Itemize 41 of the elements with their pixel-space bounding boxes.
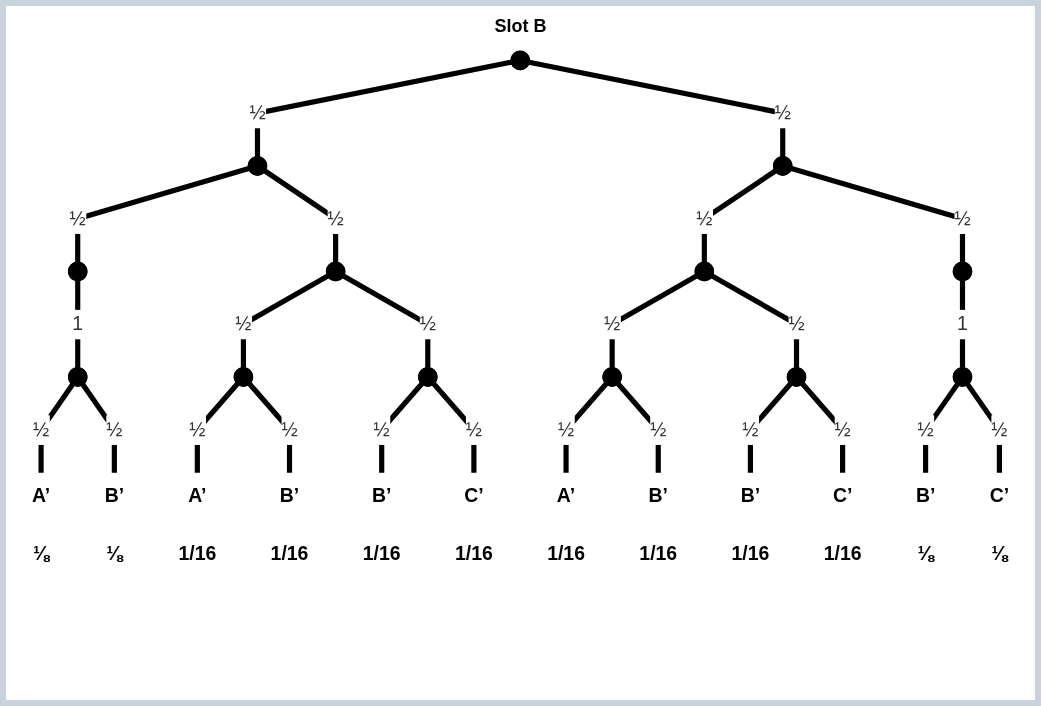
node-text: B’ 1/16 [270, 483, 309, 565]
connector [790, 166, 966, 263]
node-text: B’ ⅛ [104, 483, 125, 565]
edge-label: ½ [991, 417, 1008, 440]
edge-label: ½ [249, 101, 266, 124]
node-text: A’ 1/16 [547, 483, 585, 565]
edge-label: ½ [834, 417, 851, 440]
edge-label: ½ [557, 417, 575, 440]
node-text: A’ 1/16 [178, 483, 217, 565]
edge-label: ½ [32, 417, 50, 440]
edge-label: 1 [957, 312, 968, 335]
node-text: C’ 1/16 [823, 483, 862, 565]
edge-label: ½ [696, 206, 713, 229]
edge-label: ½ [650, 417, 667, 440]
connector [75, 166, 250, 263]
edge-label: ½ [189, 417, 206, 440]
diagram-title: Slot B [494, 16, 547, 37]
node-text: B’ 1/16 [362, 483, 401, 565]
edge-label: ½ [774, 101, 791, 124]
edge-label: ½ [373, 417, 390, 440]
node-text: C’ 1/16 [454, 483, 493, 565]
connector [528, 59, 786, 157]
node-text: B’ 1/16 [731, 483, 770, 565]
edge-label: ½ [235, 312, 252, 335]
edge-label: ½ [465, 417, 482, 440]
node-text: A’ ⅛ [31, 483, 51, 565]
node-text: B’ 1/16 [639, 483, 678, 565]
edge-label: ½ [419, 312, 436, 335]
edge-label: 1 [72, 312, 84, 335]
edge-label: ½ [742, 417, 759, 440]
node-text: C’ ⅛ [989, 483, 1010, 565]
edge-label: ½ [281, 417, 298, 440]
edge-label: ½ [788, 312, 805, 335]
edge-label: ½ [106, 417, 123, 440]
edge-label: ½ [917, 417, 934, 440]
edge-label: ½ [604, 312, 621, 335]
node-text: B’ ⅛ [915, 483, 936, 565]
edge-label: ½ [69, 206, 86, 229]
connector [254, 59, 512, 157]
edge-label: ½ [954, 206, 971, 229]
edge-label: ½ [327, 206, 344, 229]
